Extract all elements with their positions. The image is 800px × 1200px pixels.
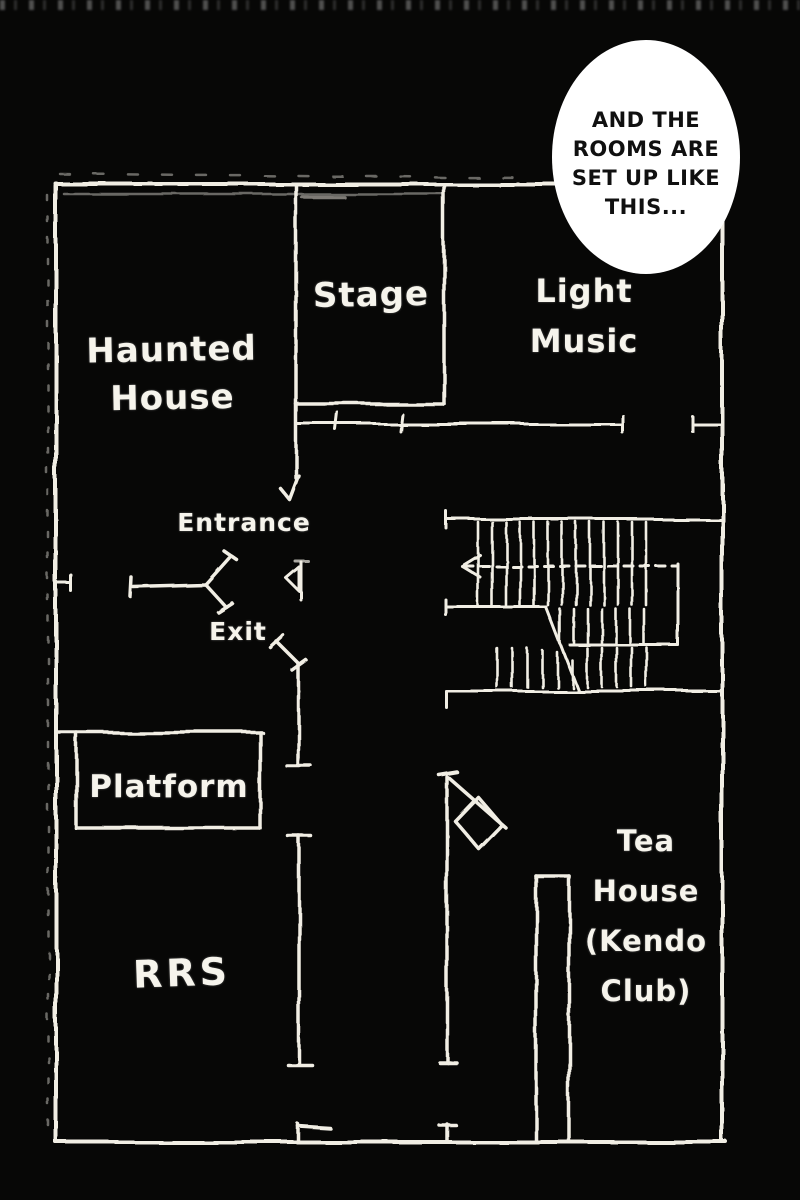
label-light-line2: Music (529, 322, 639, 360)
wall-texture (48, 174, 530, 1136)
scan-noise-strip (0, 0, 800, 10)
label-haunted-line1: Haunted (86, 328, 258, 372)
label-tea-line3: (Kendo (584, 924, 708, 958)
door-hinge-icon (286, 561, 308, 600)
entrance-wall-and-door-swing (281, 404, 299, 500)
label-tea-line1: Tea (616, 824, 676, 858)
label-tea-line4: Club) (600, 974, 692, 1008)
exit-wall-segments (271, 636, 330, 1142)
label-platform: Platform (89, 769, 249, 805)
speech-bubble-line2: ROOMS ARE (572, 137, 720, 161)
staircase-icon (446, 511, 722, 707)
label-tea-house: Tea House (Kendo Club) (585, 816, 707, 1016)
speech-bubble-line1: AND THE (591, 108, 701, 132)
door-swing-icon (281, 476, 299, 500)
label-entrance: Entrance (177, 508, 311, 537)
mid-horizontal-wall (296, 413, 722, 432)
label-tea-line2: House (592, 874, 700, 908)
label-rrs: RRS (132, 949, 232, 997)
label-haunted-line2: House (109, 376, 235, 420)
label-exit: Exit (209, 617, 267, 646)
speech-bubble-line3: SET UP LIKE (571, 166, 721, 190)
stage-room-outline (296, 186, 444, 404)
platform-outline (56, 732, 262, 828)
corridor-wall-outline (536, 876, 569, 1140)
wall-tick-icon (56, 575, 71, 591)
flag-marker-icon (439, 772, 506, 1142)
label-haunted-house: Haunted House (86, 325, 258, 424)
label-stage: Stage (312, 273, 430, 317)
speech-bubble-line4: THIS... (604, 195, 688, 219)
label-light-music: Light Music (530, 266, 639, 366)
label-light-line1: Light (535, 272, 633, 310)
speech-bubble: AND THE ROOMS ARE SET UP LIKE THIS... (552, 40, 740, 274)
direction-arrow-icon (130, 551, 237, 612)
